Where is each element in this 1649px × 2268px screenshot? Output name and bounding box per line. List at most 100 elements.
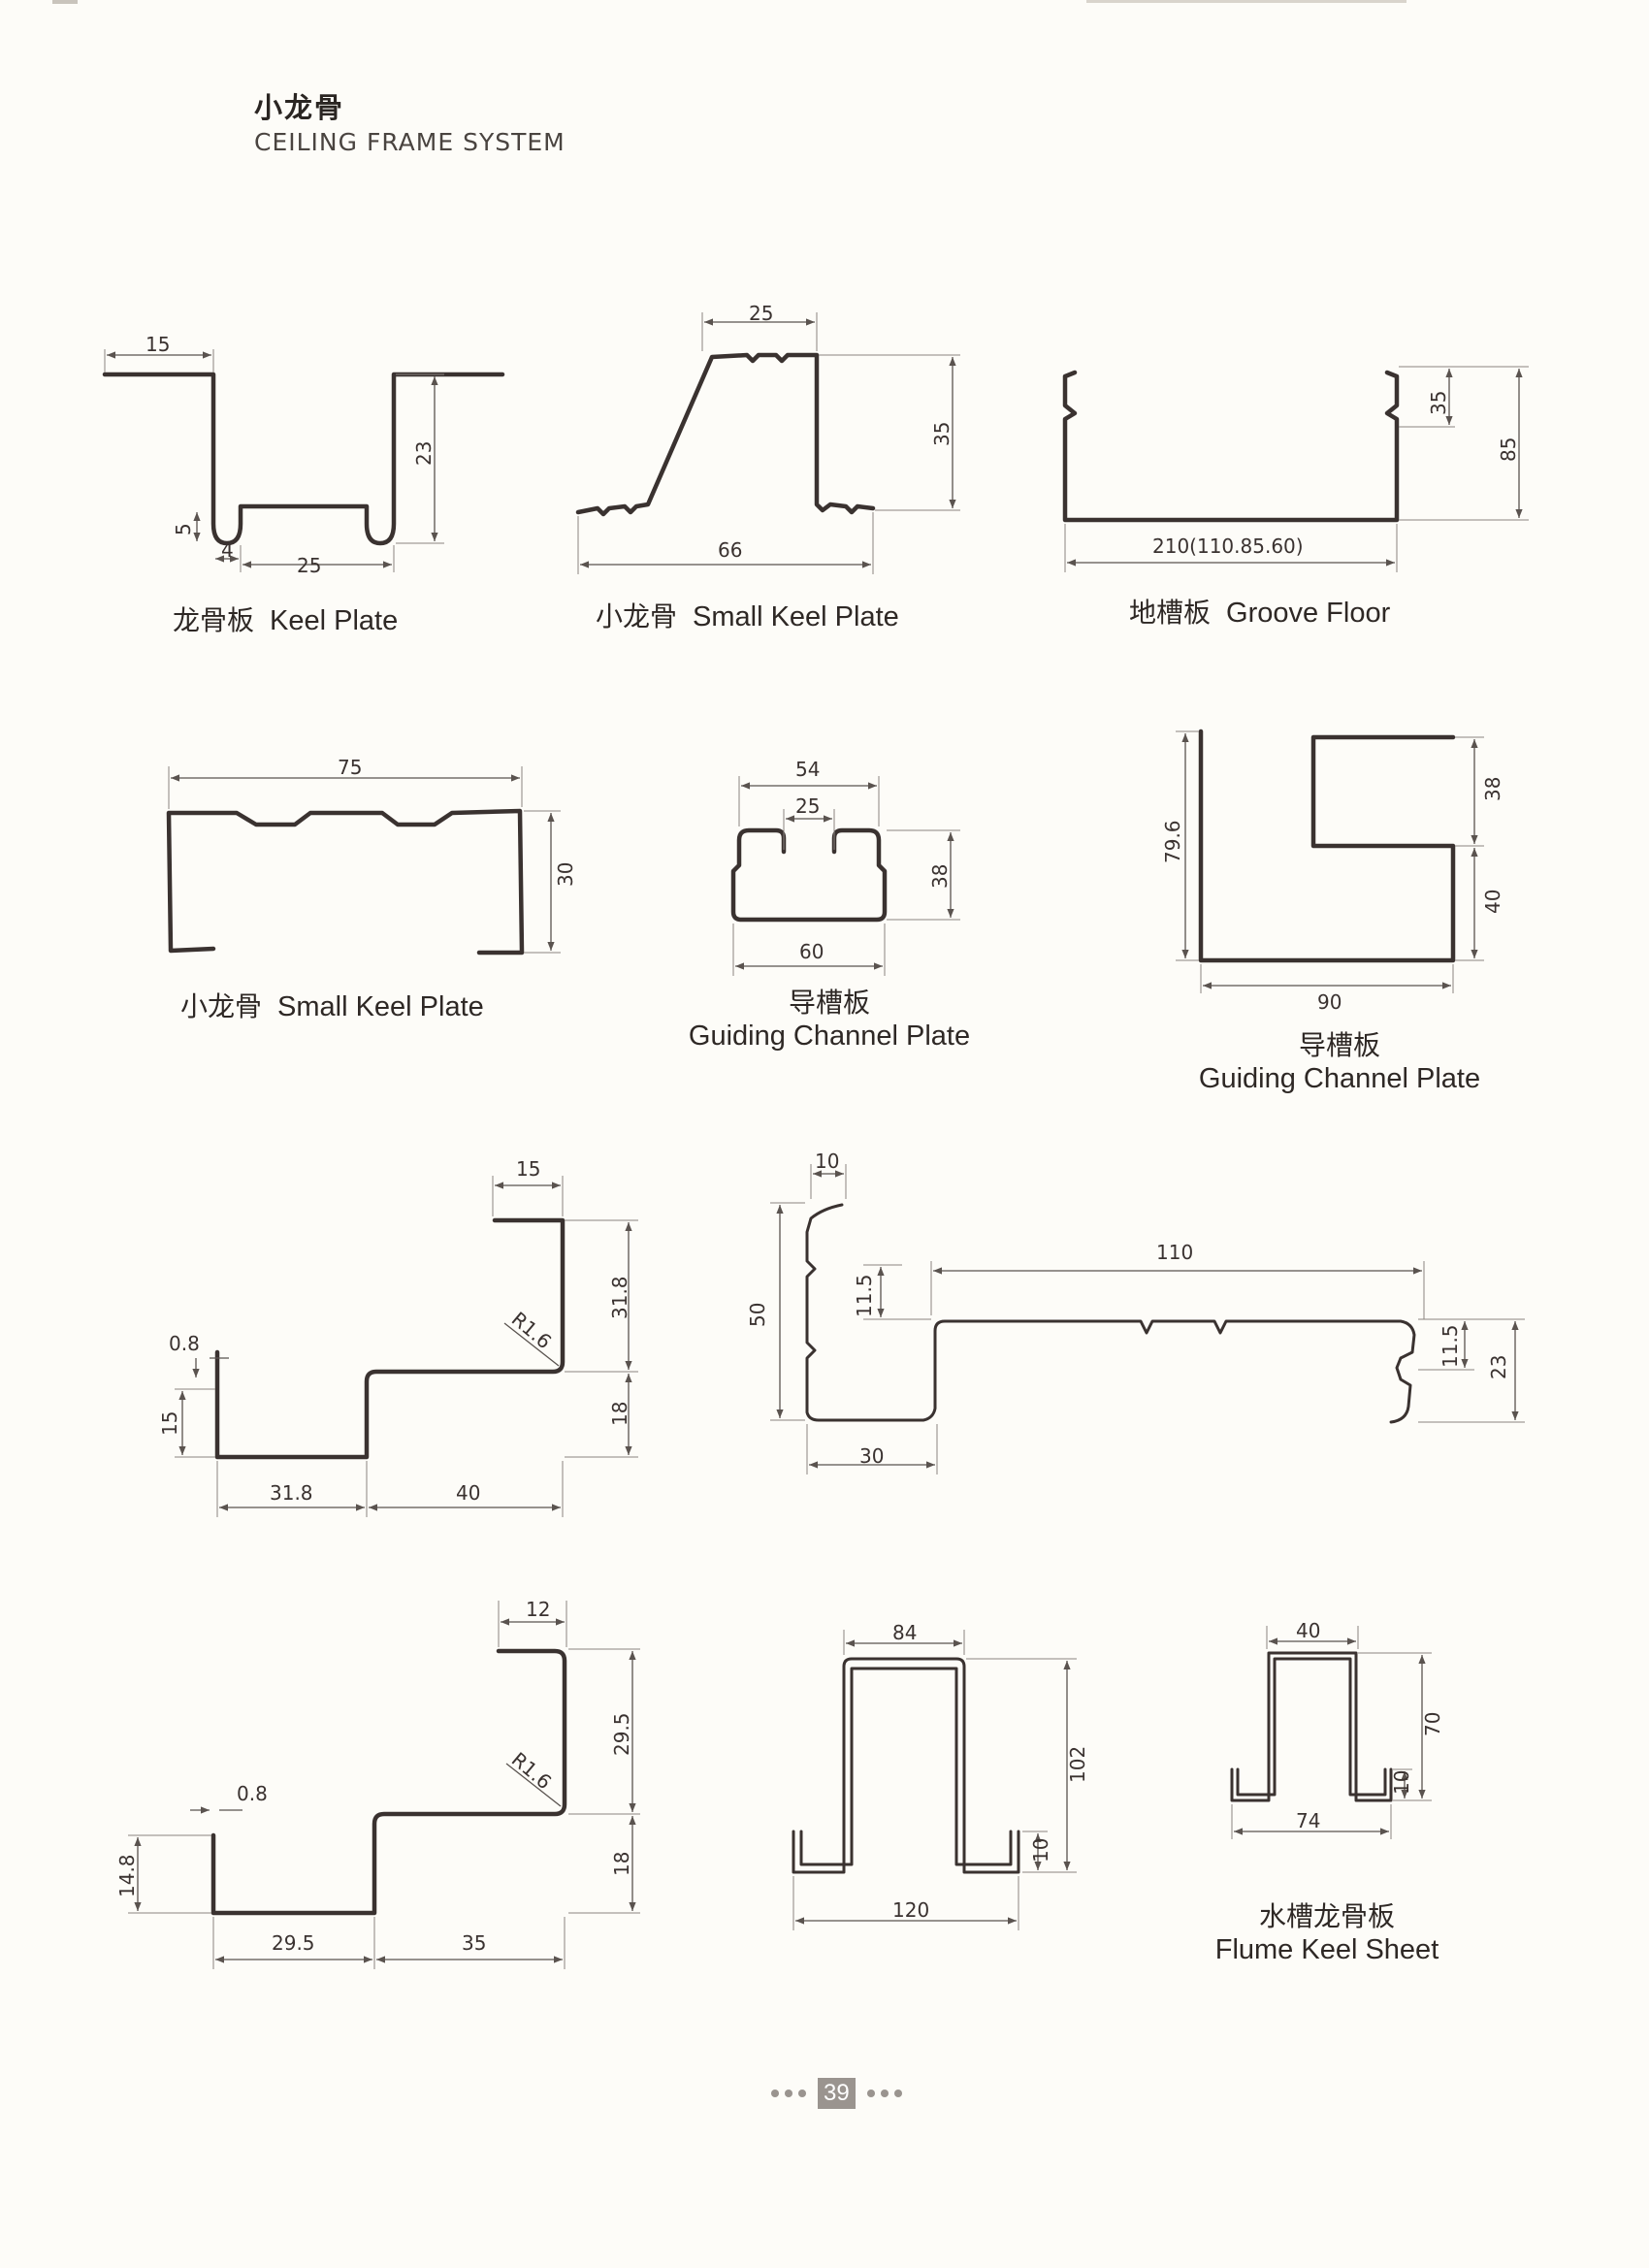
- dim-keel-plate-top: 15: [146, 333, 170, 356]
- top-rule: [1086, 0, 1406, 3]
- dim-guiding-channel-top: 54: [795, 758, 820, 781]
- dim-flume-height: 70: [1421, 1712, 1444, 1736]
- dim-z1-bottom-right: 40: [456, 1481, 480, 1505]
- z-profile-drawing-1: 15 31.8 R1.6 0.8 15 18 31.8 40: [158, 1157, 638, 1517]
- z-profile-2-profile: [210, 1648, 567, 1916]
- dim-hat-bottom: 120: [892, 1898, 929, 1922]
- corner-mark: [52, 0, 78, 4]
- groove-floor-label-en: Groove Floor: [1226, 598, 1391, 629]
- dim-guiding-channel-gap: 25: [795, 794, 820, 818]
- flume-keel-sheet-profile: [1230, 1651, 1393, 1802]
- guiding-channel-plate-l-label: 导槽板 Guiding Channel Plate: [1170, 1024, 1509, 1095]
- pager-dot: [798, 2090, 806, 2097]
- dim-keel-plate-slot: 4: [221, 538, 234, 562]
- pager-dot: [771, 2090, 779, 2097]
- dim-small-keel-top: 25: [749, 302, 773, 325]
- dim-z1-lower-left: 15: [158, 1411, 181, 1436]
- dim-complex-span: 110: [1156, 1241, 1193, 1264]
- complex-profile-profile: [805, 1203, 1416, 1424]
- pager-dot: [880, 2090, 889, 2097]
- dim-z2-top: 12: [526, 1598, 550, 1621]
- small-keel-plate-drawing: 25 35 66: [575, 302, 960, 574]
- flume-keel-sheet-label: 水槽龙骨板 Flume Keel Sheet: [1181, 1895, 1472, 1966]
- dim-hat-lip: 10: [1029, 1838, 1052, 1863]
- guiding-channel-plate-label-en: Guiding Channel Plate: [688, 1021, 971, 1052]
- dim-groove-floor-lip: 35: [1427, 391, 1450, 415]
- dim-z1-bottom-left: 31.8: [270, 1481, 313, 1505]
- keel-plate-label-en: Keel Plate: [270, 605, 399, 636]
- guiding-channel-plate-l-label-cn: 导槽板: [1298, 1029, 1380, 1061]
- pager-dot: [893, 2090, 902, 2097]
- dim-small-keel-wide-height: 30: [554, 862, 577, 887]
- groove-floor-profile: [1062, 370, 1400, 523]
- dim-flume-bottom: 74: [1296, 1809, 1320, 1832]
- dim-z1-upper: 31.8: [608, 1276, 631, 1319]
- dim-small-keel-wide-width: 75: [338, 756, 362, 779]
- dim-z2-bottom-right: 35: [462, 1931, 486, 1955]
- guiding-channel-plate-label: 导槽板 Guiding Channel Plate: [660, 982, 999, 1053]
- dim-guiding-l-height: 79.6: [1161, 820, 1184, 863]
- page-title-en: CEILING FRAME SYSTEM: [254, 128, 566, 156]
- dim-guiding-channel-width: 60: [799, 940, 824, 963]
- dim-complex-inner: 11.5: [853, 1274, 876, 1317]
- small-keel-plate-wide-label: 小龙骨 Small Keel Plate: [180, 986, 484, 1024]
- z-profile-drawing-2: 12 29.5 R1.6 0.8 14.8 18 29.5 35: [115, 1598, 640, 1969]
- small-keel-plate-profile: [575, 352, 876, 517]
- guiding-channel-plate-label-cn: 导槽板: [788, 987, 870, 1019]
- dim-guiding-l-upper: 38: [1481, 777, 1504, 801]
- flume-keel-sheet-drawing: 40 70 10 74: [1230, 1619, 1444, 1839]
- dim-z1-thickness: 0.8: [169, 1332, 200, 1355]
- z-profile-1-profile: [214, 1217, 566, 1460]
- small-keel-plate-wide-label-cn: 小龙骨: [180, 990, 263, 1022]
- dim-z2-lower-left: 14.8: [115, 1854, 139, 1897]
- page-number: 39: [818, 2078, 856, 2109]
- dim-guiding-l-lower: 40: [1481, 890, 1504, 914]
- groove-floor-label: 地槽板 Groove Floor: [1129, 592, 1390, 631]
- dim-flume-lip: 10: [1390, 1770, 1413, 1795]
- dim-complex-height: 50: [746, 1303, 769, 1327]
- guiding-channel-plate-profile: [730, 827, 888, 923]
- dim-complex-bottom: 30: [859, 1444, 884, 1468]
- small-keel-plate-label-en: Small Keel Plate: [693, 601, 899, 632]
- dim-guiding-l-width: 90: [1317, 990, 1342, 1014]
- pager-dot: [866, 2090, 875, 2097]
- page-number-indicator: 39: [771, 2078, 902, 2109]
- pager-dot: [785, 2090, 792, 2097]
- small-keel-plate-label: 小龙骨 Small Keel Plate: [596, 596, 899, 634]
- dim-hat-height: 102: [1066, 1746, 1089, 1783]
- dim-z2-bottom-left: 29.5: [272, 1931, 315, 1955]
- dim-small-keel-width: 66: [718, 538, 742, 562]
- dim-z2-lower-right: 18: [610, 1852, 633, 1876]
- small-keel-plate-wide-label-en: Small Keel Plate: [277, 991, 484, 1022]
- dim-hat-top: 84: [892, 1621, 917, 1644]
- guiding-channel-plate-drawing: 54 25 38 60: [730, 758, 960, 976]
- dim-z2-upper: 29.5: [610, 1712, 633, 1756]
- dim-z2-thickness: 0.8: [237, 1782, 268, 1805]
- flume-keel-sheet-label-cn: 水槽龙骨板: [1258, 1900, 1395, 1932]
- page-title-cn: 小龙骨: [254, 91, 345, 124]
- dim-complex-top: 10: [815, 1150, 839, 1173]
- dim-z1-top: 15: [516, 1157, 540, 1181]
- guiding-channel-plate-l-label-en: Guiding Channel Plate: [1198, 1063, 1481, 1094]
- small-keel-plate-wide-profile: [166, 808, 525, 956]
- dim-groove-floor-width: 210(110.85.60): [1152, 535, 1304, 558]
- small-keel-plate-label-cn: 小龙骨: [596, 600, 678, 632]
- groove-floor-drawing: 35 85 210(110.85.60): [1062, 366, 1529, 572]
- dim-guiding-channel-height: 38: [928, 864, 952, 889]
- complex-profile-drawing: 10 50 11.5 110 11.5 23 30: [746, 1150, 1525, 1474]
- dim-keel-plate-bend: 5: [172, 523, 195, 535]
- dim-flume-top: 40: [1296, 1619, 1320, 1642]
- guiding-channel-plate-l-drawing: 79.6 38 40 90: [1161, 729, 1504, 1014]
- dim-z1-lower-right: 18: [608, 1402, 631, 1426]
- guiding-channel-plate-l-profile: [1198, 729, 1456, 963]
- small-keel-plate-wide-drawing: 75 30: [166, 756, 577, 956]
- groove-floor-label-cn: 地槽板: [1129, 597, 1212, 629]
- dim-keel-plate-bottom: 25: [297, 554, 321, 577]
- keel-plate-profile: [102, 372, 505, 546]
- dim-complex-lip-height: 23: [1487, 1355, 1510, 1379]
- hat-profile-drawing: 84 102 10 120: [792, 1621, 1089, 1930]
- hat-profile-profile: [792, 1657, 1020, 1874]
- dim-groove-floor-height: 85: [1497, 437, 1520, 462]
